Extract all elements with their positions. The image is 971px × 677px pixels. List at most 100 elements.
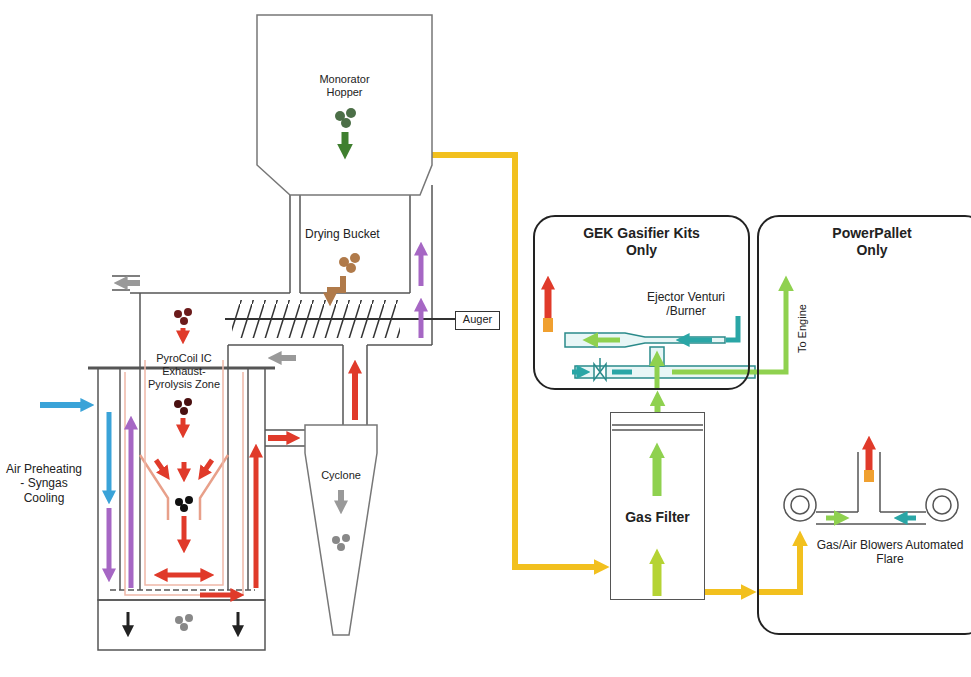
- drying-bucket-label: Drying Bucket: [305, 227, 395, 241]
- flow-arrows-stroke: [122, 280, 140, 286]
- vessel-structure-stroke: [112, 289, 130, 291]
- fuel-pieces-stroke: [341, 118, 351, 128]
- fuel-pieces-stroke: [174, 310, 182, 318]
- blowers-flare-stroke: [880, 511, 926, 513]
- flow-arrows-stroke: [826, 516, 840, 521]
- blowers-flare-stroke: [879, 452, 881, 512]
- fuel-pieces-stroke: [174, 400, 182, 408]
- air-preheat-label: Air Preheating - Syngas Cooling: [5, 462, 83, 505]
- vessel-structure-stroke: [139, 293, 141, 590]
- fuel-pieces-stroke: [180, 623, 188, 631]
- fuel-pieces-stroke: [337, 543, 345, 551]
- ejector-venturi-pipes-stroke: [543, 318, 553, 332]
- flow-arrows-stroke: [572, 370, 582, 375]
- flow-arrows: [40, 132, 916, 630]
- fuel-pieces-stroke: [342, 534, 350, 542]
- fuel-pieces-stroke: [346, 263, 356, 273]
- flow-arrows-stroke: [757, 540, 800, 592]
- vessel-structure-stroke: [265, 429, 305, 431]
- node-text: PowerPallet Only: [817, 225, 927, 259]
- flow-arrows-stroke: [200, 593, 236, 598]
- vessel-structure-stroke: [342, 345, 344, 425]
- vessel-structure-stroke: [228, 344, 343, 346]
- flow-arrows-stroke: [338, 490, 344, 506]
- flow-arrows-stroke: [592, 338, 620, 343]
- blowers-flare-stroke: [816, 523, 926, 525]
- fuel-pieces-stroke: [180, 504, 188, 512]
- vessel-structure-stroke: [300, 292, 410, 294]
- node-text: Monorator Hopper: [305, 73, 385, 99]
- cyclone-outline-path: [305, 425, 377, 635]
- blowers-flare-stroke: [791, 496, 809, 514]
- ejector-venturi-pipes-stroke: [599, 358, 601, 372]
- fuel-pieces-stroke: [185, 496, 193, 504]
- flow-arrows-stroke: [182, 516, 187, 545]
- vessel-structure-stroke: [247, 368, 249, 590]
- flow-arrows-stroke: [612, 370, 632, 375]
- vessel-structure-stroke: [366, 345, 368, 425]
- blowers-flare-stroke: [857, 452, 859, 512]
- node-text: GEK Gasifier Kits Only: [572, 225, 712, 259]
- flow-arrows-stroke: [254, 452, 259, 588]
- blowers-flare-stroke: [933, 496, 951, 514]
- flow-arrows-stroke: [330, 276, 343, 298]
- vessel-structure-stroke: [130, 292, 290, 294]
- syngas-jacket-lines-stroke: [145, 360, 223, 585]
- vessel-structure-stroke: [409, 195, 411, 293]
- flow-arrows-stroke: [237, 612, 240, 630]
- vessel-structure-stroke: [98, 368, 265, 600]
- vessel-structure-stroke: [227, 345, 229, 590]
- gas-pipe-connector: [655, 400, 661, 412]
- flow-arrows-stroke: [181, 328, 186, 336]
- flow-arrows-stroke: [276, 355, 296, 361]
- flow-arrows-stroke: [655, 360, 660, 388]
- flow-arrows-stroke: [203, 460, 212, 473]
- cyclone-outline: [305, 425, 377, 635]
- blowers-flare-stroke: [784, 489, 816, 521]
- syngas-jacket-lines: [125, 360, 243, 595]
- fuel-pieces-stroke: [180, 317, 188, 325]
- flow-arrows-stroke: [162, 573, 184, 578]
- vessel-structure-stroke: [431, 185, 433, 345]
- ejector-label: Ejector Venturi /Burner: [636, 290, 736, 319]
- flow-arrows-stroke: [352, 368, 358, 420]
- flow-arrows-stroke: [419, 306, 424, 338]
- flow-arrows-stroke: [184, 573, 206, 578]
- flow-arrows-stroke: [107, 412, 112, 496]
- pyrolysis-zone-label: PyroCoil IC Exhaust- Pyrolysis Zone: [140, 352, 228, 392]
- flow-arrows-stroke: [40, 402, 86, 408]
- fuel-pieces-stroke: [332, 536, 340, 544]
- vessel-structure-stroke: [612, 424, 703, 426]
- flow-arrows-stroke: [653, 452, 662, 496]
- hopper-outline: [257, 15, 432, 195]
- flow-arrows-stroke: [684, 338, 712, 343]
- hopper-vessel: Monorator Hopper: [257, 15, 432, 195]
- node-text: Cyclone: [321, 469, 361, 482]
- to-engine-label: To Engine: [796, 294, 809, 364]
- flow-arrows-stroke: [107, 508, 112, 574]
- flow-arrows-stroke: [181, 418, 186, 430]
- vessel-structure-stroke: [110, 589, 255, 591]
- flow-arrows-stroke: [342, 132, 349, 150]
- flow-arrows-stroke: [127, 612, 130, 630]
- flow-arrows-stroke: [726, 316, 738, 340]
- flow-arrows-stroke: [156, 460, 165, 473]
- fuel-pieces-stroke: [185, 614, 193, 622]
- blowers-flare-stroke: [926, 489, 958, 521]
- vessel-structure-stroke: [140, 455, 228, 520]
- flow-arrows-stroke: [419, 250, 424, 286]
- node-text: Auger: [463, 313, 492, 326]
- vessel-structure-stroke: [98, 600, 265, 650]
- blower-flare-label: Gas/Air Blowers Automated Flare: [815, 538, 965, 567]
- cyclone-separator: Cyclone: [305, 425, 377, 635]
- vessel-structure-stroke: [119, 368, 121, 590]
- flow-arrows-stroke: [653, 558, 662, 596]
- gas-pipe-connector: [705, 589, 747, 595]
- vessel-structure-stroke: [367, 344, 432, 346]
- fuel-pieces-stroke: [180, 407, 188, 415]
- flow-arrows-stroke: [268, 435, 292, 441]
- fuel-pieces-stroke: [184, 308, 192, 316]
- vessel-structure-stroke: [299, 195, 301, 293]
- vessel-structure-stroke: [612, 429, 703, 431]
